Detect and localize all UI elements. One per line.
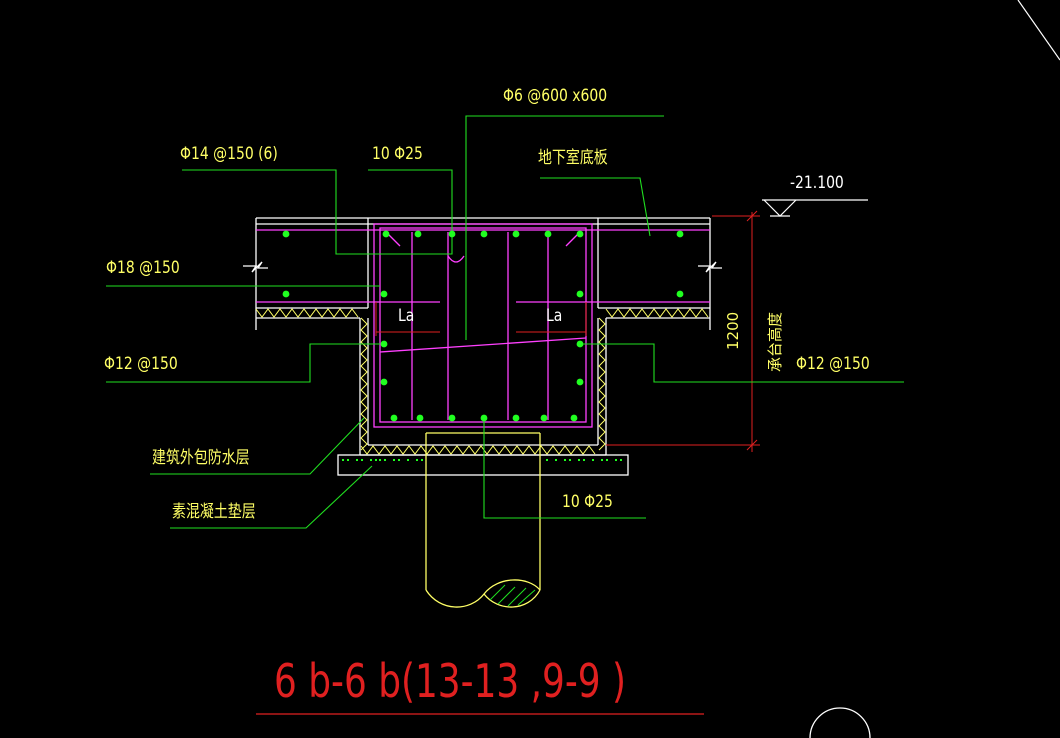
bedding-dot <box>379 459 381 461</box>
bedding-dot <box>356 459 358 461</box>
bedding-dot <box>555 459 557 461</box>
label-elevation: -21.100 <box>790 173 844 193</box>
rebar-dot <box>512 414 520 422</box>
hatch-zigzag <box>598 317 606 451</box>
rebar-dot <box>282 290 290 298</box>
bedding-dot <box>620 459 622 461</box>
rebar-dot <box>390 414 398 422</box>
bedding-layer <box>337 454 629 476</box>
label-slab-name: 地下室底板 <box>538 148 608 168</box>
pile-break-hatch <box>489 584 536 607</box>
label-la-right: La <box>546 306 563 326</box>
bedding-dot <box>361 459 363 461</box>
label-top-main: 10 Φ25 <box>372 144 423 164</box>
bedding-dot <box>416 459 418 461</box>
rebar-dot <box>676 290 684 298</box>
bedding-dot <box>347 459 349 461</box>
bedding-dot <box>342 459 344 461</box>
label-bottom-main: 10 Φ25 <box>562 492 613 512</box>
hatch-zigzag <box>360 445 596 455</box>
bedding-dot <box>601 459 603 461</box>
rebar-dot <box>414 230 422 238</box>
waterproof-hatch <box>255 308 709 455</box>
rebar-dot <box>544 230 552 238</box>
label-slab-top-bar: Φ14 @150 (6) <box>180 144 278 164</box>
bedding-dot <box>564 459 566 461</box>
rebar-dot <box>448 230 456 238</box>
label-cap-height: 承台高度 <box>766 311 784 372</box>
rebar-dot <box>512 230 520 238</box>
bedding-dot <box>546 459 548 461</box>
bedding-dot <box>375 459 377 461</box>
rebar-dot <box>576 340 584 348</box>
bedding-dot <box>370 459 372 461</box>
rebar-cage <box>256 223 710 428</box>
bedding-dot <box>578 459 580 461</box>
label-side-right: Φ12 @150 <box>796 354 870 374</box>
rebar-dot <box>576 290 584 298</box>
rebar-dot <box>676 230 684 238</box>
label-la-left: La <box>398 306 415 326</box>
la-markers <box>375 302 587 336</box>
label-stirrup-top: Φ6 @600 x600 <box>503 86 608 106</box>
rebar-dot <box>570 414 578 422</box>
label-dim-height: 1200 <box>724 311 742 350</box>
rebar-dot <box>480 230 488 238</box>
rebar-dot <box>380 340 388 348</box>
bedding-dot <box>592 459 594 461</box>
detail-callout-circle <box>809 707 871 738</box>
label-side-left: Φ12 @150 <box>104 354 178 374</box>
rebar-dot <box>576 378 584 386</box>
section-title: 6 b-6 b(13-13 ,9-9 ) <box>274 654 627 708</box>
bedding-dot <box>421 459 423 461</box>
bedding-dot <box>407 459 409 461</box>
dimension-1200 <box>606 210 760 452</box>
bedding-dot <box>615 459 617 461</box>
rebar-dot <box>282 230 290 238</box>
bedding-dot <box>398 459 400 461</box>
rebar-dot <box>380 290 388 298</box>
rebar-dot <box>382 230 390 238</box>
hatch-zigzag <box>605 308 709 318</box>
hatch-zigzag <box>360 317 368 451</box>
hatch-zigzag <box>255 308 359 318</box>
rebar-dot <box>448 414 456 422</box>
leader-lines <box>106 115 904 529</box>
bedding-dot <box>583 459 585 461</box>
label-bedding: 素混凝土垫层 <box>172 502 256 522</box>
bedding-dot <box>606 459 608 461</box>
rebar-dot <box>480 414 488 422</box>
label-waterproof: 建筑外包防水层 <box>152 448 250 468</box>
label-slab-bottom-bar: Φ18 @150 <box>106 258 180 278</box>
pile <box>425 432 541 608</box>
rebar-dot <box>540 414 548 422</box>
bedding-dots <box>342 459 622 461</box>
corner-diagonal <box>1017 0 1060 61</box>
bedding-dot <box>384 459 386 461</box>
rebar-dot <box>416 414 424 422</box>
bedding-dot <box>569 459 571 461</box>
bedding-dot <box>393 459 395 461</box>
rebar-dot <box>576 230 584 238</box>
rebar-dots <box>282 230 684 422</box>
elevation-marker <box>762 199 868 217</box>
rebar-dot <box>380 378 388 386</box>
